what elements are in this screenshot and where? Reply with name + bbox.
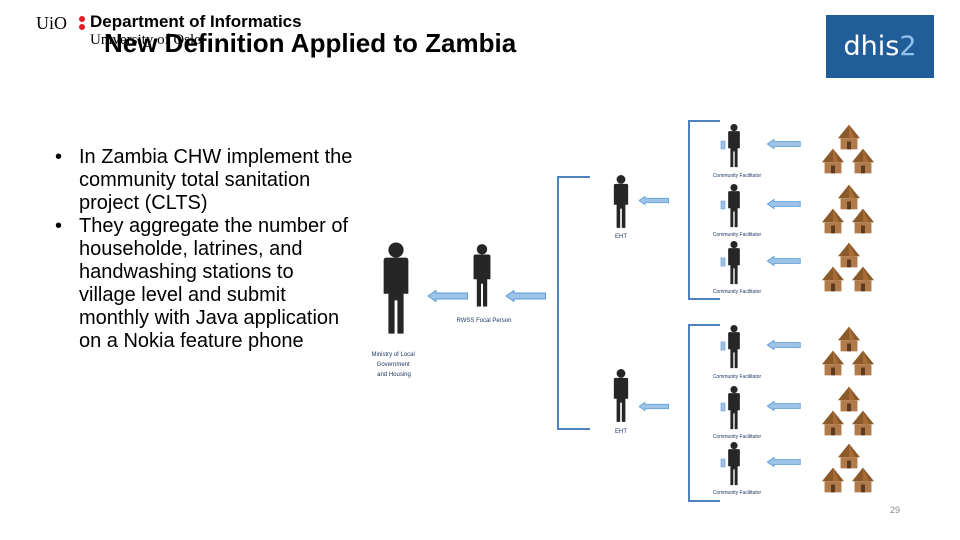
- eht-label: EHT: [615, 429, 627, 435]
- hut-icon: [837, 386, 861, 412]
- eht-person-icon: [613, 369, 629, 422]
- facilitator-person-icon: [728, 441, 740, 486]
- facilitator-label: Community Facilitator: [713, 232, 762, 238]
- hut-icon: [821, 410, 845, 436]
- hut-icon: [837, 242, 861, 268]
- arrow-left-icon: [766, 139, 802, 149]
- bullet-list: In Zambia CHW implement the community to…: [55, 146, 355, 353]
- facilitator-person-icon: [728, 183, 740, 228]
- arrow-left-icon: [766, 401, 802, 411]
- arrow-left-icon: [766, 199, 802, 209]
- phone-icon: [720, 140, 726, 150]
- zone-bracket: [688, 120, 720, 300]
- phone-icon: [720, 341, 726, 351]
- arrow-left-icon: [766, 256, 802, 266]
- hut-icon: [821, 350, 845, 376]
- phone-icon: [720, 257, 726, 267]
- rwss-label: RWSS Focal Person: [457, 318, 512, 324]
- hut-icon: [851, 208, 875, 234]
- hut-icon: [821, 208, 845, 234]
- hut-icon: [837, 326, 861, 352]
- phone-icon: [720, 458, 726, 468]
- facilitator-person-icon: [728, 385, 740, 430]
- facilitator-label: Community Facilitator: [713, 434, 762, 440]
- hut-icon: [851, 266, 875, 292]
- department-name: Department of Informatics: [90, 12, 302, 31]
- district-bracket: [557, 176, 590, 430]
- facilitator-person-icon: [728, 123, 740, 168]
- hut-icon: [851, 467, 875, 493]
- dhis2-logo-text: dhis: [843, 31, 900, 62]
- reporting-hierarchy-diagram: Ministry of Local Government and Housing…: [371, 120, 875, 502]
- eht-person-icon: [613, 175, 629, 228]
- hut-icon: [837, 184, 861, 210]
- phone-icon: [720, 402, 726, 412]
- facilitator-label: Community Facilitator: [713, 289, 762, 295]
- hut-icon: [821, 148, 845, 174]
- arrow-left-icon: [766, 457, 802, 467]
- university-name: University of Oslo: [90, 32, 202, 48]
- dhis2-logo-number: 2: [899, 31, 917, 62]
- arrow-left-icon: [427, 290, 469, 302]
- facilitator-person-icon: [728, 240, 740, 285]
- page-number: 29: [890, 505, 901, 515]
- uio-logo: UiO Department of Informatics University…: [36, 11, 336, 51]
- hut-icon: [821, 467, 845, 493]
- arrow-left-icon: [639, 401, 669, 412]
- hut-icon: [837, 443, 861, 469]
- arrow-left-icon: [639, 195, 669, 206]
- facilitator-label: Community Facilitator: [713, 490, 762, 496]
- uio-mark: UiO: [36, 13, 67, 33]
- zone-bracket: [688, 324, 720, 502]
- eht-label: EHT: [615, 234, 627, 240]
- hut-icon: [821, 266, 845, 292]
- bullet-item: They aggregate the number of householde,…: [55, 215, 355, 353]
- ministry-person-icon: [383, 242, 409, 334]
- hut-icon: [851, 350, 875, 376]
- ministry-label: Ministry of Local Government and Housing: [371, 352, 416, 378]
- arrow-left-icon: [505, 290, 547, 302]
- hut-icon: [851, 148, 875, 174]
- arrow-left-icon: [766, 340, 802, 350]
- hut-icon: [851, 410, 875, 436]
- hut-icon: [837, 124, 861, 150]
- rwss-person-icon: [473, 244, 491, 307]
- uio-dots-icon: [78, 14, 86, 32]
- slide-title: New Definition Applied to Zambia: [104, 28, 517, 58]
- phone-icon: [720, 200, 726, 210]
- facilitator-label: Community Facilitator: [713, 173, 762, 179]
- bullet-item: In Zambia CHW implement the community to…: [55, 146, 355, 215]
- facilitator-person-icon: [728, 324, 740, 369]
- facilitator-label: Community Facilitator: [713, 374, 762, 380]
